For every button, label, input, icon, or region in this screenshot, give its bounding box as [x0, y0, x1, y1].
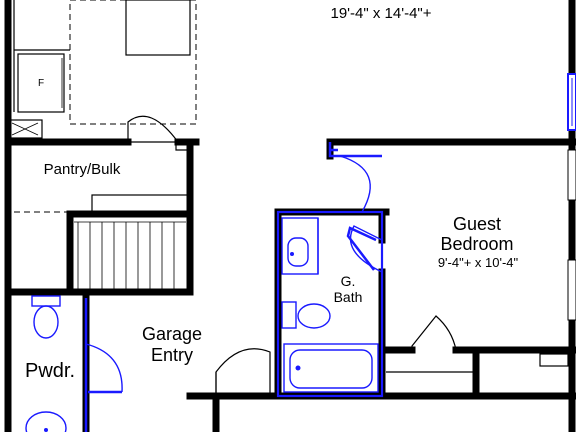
guest-bedroom-label-line2: Bedroom: [440, 234, 513, 254]
guest-bedroom-label-line1: Guest: [453, 214, 501, 234]
pwdr-toilet-tank: [31, 295, 61, 307]
guest-bedroom-dimension: 9'-4"+ x 10'-4": [438, 255, 519, 270]
bath-tub-basin: [289, 349, 373, 389]
pwdr-toilet-bowl: [33, 305, 59, 339]
tub-drain: [295, 365, 301, 371]
refrigerator: [17, 53, 65, 113]
pantry-door-jamb: [175, 142, 190, 151]
utility-box: [7, 119, 43, 139]
bath-door-swing: [349, 225, 383, 273]
pantry-label: Pantry/Bulk: [44, 161, 121, 178]
gbath-label-line1: G.: [341, 273, 356, 289]
pantry-door-swing: [127, 115, 180, 143]
utility-box-cross-b: [11, 122, 39, 136]
kitchen-island: [125, 0, 191, 56]
garage-entry-label-line2: Entry: [151, 345, 193, 365]
garage-entry-door-swing: [215, 348, 271, 396]
bedroom-window-upper: [567, 149, 576, 201]
pwdr-sink-drain: [44, 428, 48, 432]
pantry-shelf: [91, 194, 189, 213]
bath-toilet-bowl: [297, 303, 331, 329]
bath-toilet-tank: [281, 301, 297, 329]
pwdr-sink: [25, 411, 67, 432]
bedroom-door-swing: [339, 155, 371, 213]
bedroom-door-frame: [328, 142, 382, 158]
bedroom-window-lower: [567, 259, 576, 321]
garage-entry-label-line1: Garage: [142, 324, 202, 344]
upper-cabinet-outline: [69, 0, 197, 125]
refrigerator-label: F: [38, 78, 44, 89]
closet-door-swing: [411, 315, 457, 351]
powder-room-label: Pwdr.: [25, 360, 75, 382]
bath-sink: [287, 237, 309, 267]
bath-door-leaf: [346, 226, 377, 271]
living-room-dimension: 19'-4" x 14'-4"+: [330, 5, 431, 22]
pwdr-door-swing: [85, 343, 123, 393]
stair-treads: [74, 221, 186, 290]
gbath-label-line2: Bath: [334, 289, 363, 305]
closet-fixture: [539, 353, 569, 367]
bath-tub: [283, 343, 379, 393]
bath-enclosure: [276, 210, 384, 398]
bath-sink-drain: [290, 252, 294, 256]
